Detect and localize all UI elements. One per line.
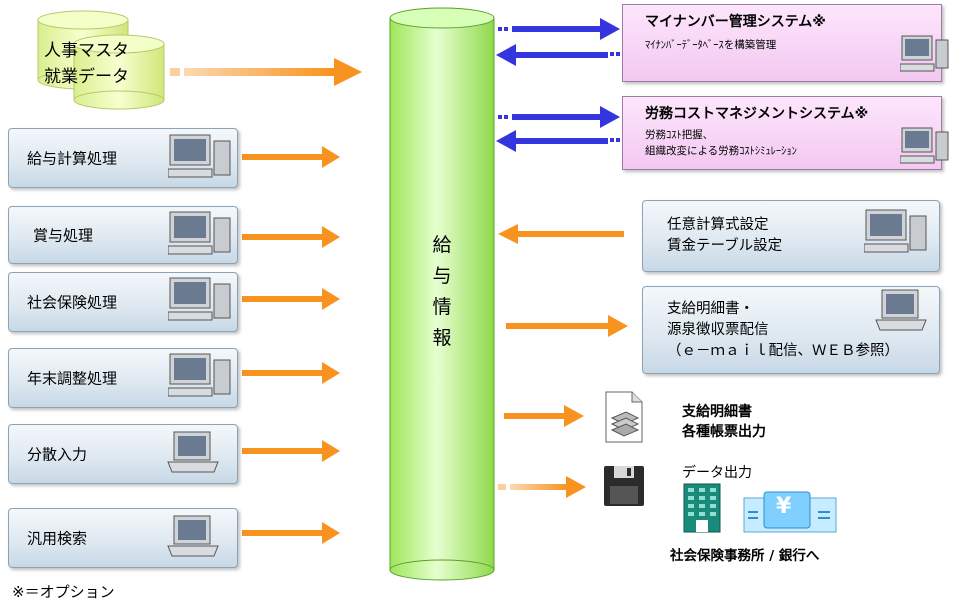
- desktop-computer-icon: [168, 211, 231, 255]
- core-char: 報: [432, 327, 452, 349]
- data-output-label: データ出力: [682, 465, 752, 481]
- option-mynumber-system[interactable]: マイナンバー管理システム※ ﾏｲﾅﾝﾊﾞｰﾃﾞｰﾀﾍﾞｰｽを構築管理: [622, 4, 942, 82]
- core-char: 与: [432, 265, 452, 287]
- laptop-icon: [875, 289, 927, 331]
- salary-info-label: 給 与 情 報: [428, 230, 456, 354]
- payslip-distribution-text: 支給明細書・ 源泉徴収票配信 （ｅ－ｍａｉｌ配信、ＷＥＢ参照）: [667, 299, 899, 362]
- desktop-computer-icon: [168, 353, 231, 397]
- module-label: 分散入力: [27, 445, 88, 464]
- laptop-icon: [167, 431, 219, 473]
- core-char: 情: [432, 296, 452, 318]
- option-description: 組織改変による労務ｺｽﾄｼﾐｭﾚｰｼｮﾝ: [645, 145, 797, 157]
- settings-line: 賃金テーブル設定: [667, 238, 783, 254]
- print-output-line: 支給明細書: [682, 404, 752, 420]
- print-output-line: 各種帳票出力: [682, 424, 766, 440]
- print-output-label: 支給明細書 各種帳票出力: [682, 402, 766, 442]
- option-description: ﾏｲﾅﾝﾊﾞｰﾃﾞｰﾀﾍﾞｰｽを構築管理: [645, 39, 777, 51]
- master-data-label: 人事マスタ 就業データ: [44, 38, 129, 90]
- distribution-line: 源泉徴収票配信: [667, 322, 769, 338]
- desktop-computer-icon: [900, 127, 949, 164]
- option-labor-cost-system[interactable]: 労務コストマネジメントシステム※ 労務ｺｽﾄ把握、 組織改変による労務ｺｽﾄｼﾐ…: [622, 96, 942, 170]
- master-data-line1: 人事マスタ: [44, 41, 129, 61]
- desktop-computer-icon: [168, 134, 231, 178]
- distribution-line: （ｅ－ｍａｉｌ配信、ＷＥＢ参照）: [667, 343, 899, 359]
- option-footnote: ※＝オプション: [12, 583, 115, 601]
- destination-label: 社会保険事務所 / 銀行へ: [670, 548, 820, 564]
- module-label: 給与計算処理: [27, 149, 118, 168]
- module-label: 賞与処理: [33, 226, 94, 245]
- module-label: 社会保険処理: [27, 293, 118, 312]
- right-arrows: [498, 224, 628, 498]
- db-to-core-arrow: [170, 58, 362, 86]
- desktop-computer-icon: [168, 277, 231, 321]
- yen-symbol: ¥: [776, 494, 792, 519]
- floppy-disk-icon: [604, 466, 644, 506]
- desktop-computer-icon: [900, 35, 949, 72]
- document-stack-icon: [605, 391, 643, 443]
- settings-line: 任意計算式設定: [667, 217, 769, 233]
- module-label: 汎用検索: [27, 529, 88, 548]
- salary-info-cylinder: [389, 7, 495, 581]
- formula-settings-text: 任意計算式設定 賃金テーブル設定: [667, 215, 782, 257]
- core-char: 給: [432, 234, 452, 256]
- payslip-distribution-box[interactable]: 支給明細書・ 源泉徴収票配信 （ｅ－ｍａｉｌ配信、ＷＥＢ参照）: [642, 286, 940, 374]
- distribution-line: 支給明細書・: [667, 301, 754, 317]
- option-title: マイナンバー管理システム※: [645, 14, 826, 30]
- option-description: 労務ｺｽﾄ把握、: [645, 129, 714, 141]
- office-building-icon: [683, 483, 721, 533]
- left-arrows: [242, 146, 340, 544]
- master-data-line2: 就業データ: [44, 67, 129, 87]
- option-sync-arrows: [496, 18, 620, 152]
- option-title: 労務コストマネジメントシステム※: [645, 106, 869, 122]
- database-icon: [37, 10, 165, 110]
- desktop-computer-icon: [864, 209, 927, 253]
- bank-icon: [743, 491, 837, 533]
- laptop-icon: [167, 515, 219, 557]
- module-label: 年末調整処理: [27, 369, 118, 388]
